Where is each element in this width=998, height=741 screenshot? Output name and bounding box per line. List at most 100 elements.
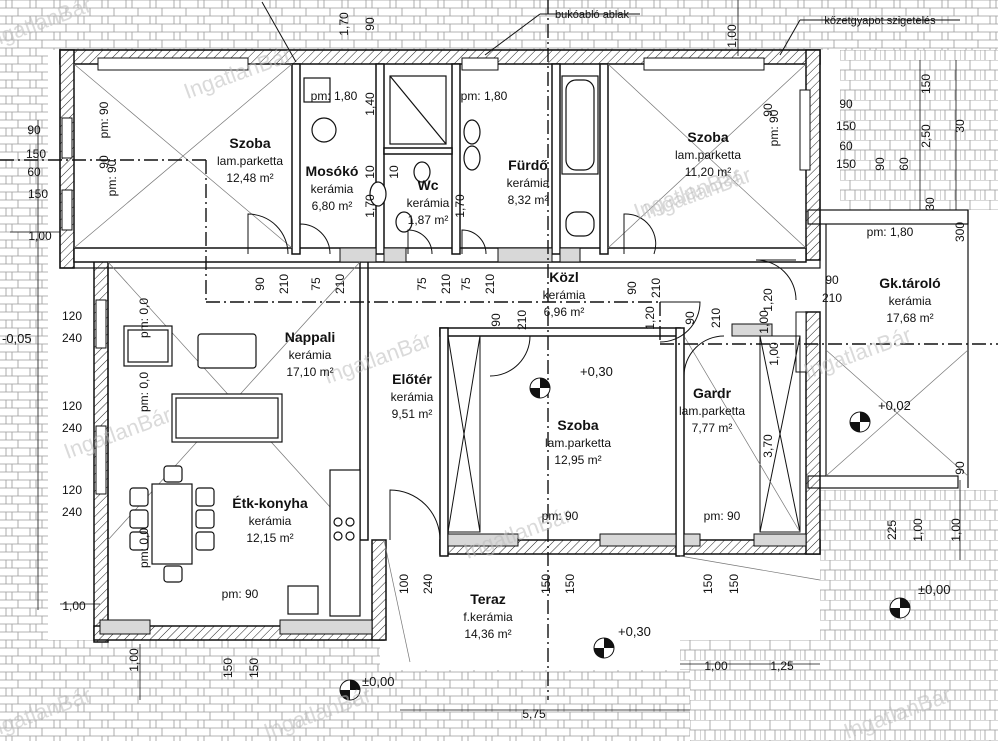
dimension-label: 30 (953, 119, 967, 133)
dimension-label: 90 (625, 281, 639, 295)
parapet-label: pm: 1,80 (461, 89, 508, 103)
paving-bottom-center (400, 670, 690, 741)
dimension-label: 240 (421, 574, 435, 594)
room-name-nappali: Nappali (285, 329, 336, 345)
dimension-label: 90 (683, 311, 697, 325)
parapet-label: pm: 90 (704, 509, 741, 523)
room-floor-szoba2: lam.parketta (675, 148, 741, 162)
dimension-label: 60 (897, 157, 911, 171)
terrace-floor (380, 556, 680, 670)
room-area-terasz: 14,36 m² (464, 627, 511, 641)
dimension-label: 1,70 (453, 194, 467, 218)
section-lines (0, 0, 998, 700)
dimension-label: 10 (387, 165, 401, 179)
room-area-gardr: 7,77 m² (692, 421, 733, 435)
room-name-terasz: Teraz (470, 591, 506, 607)
room-floor-mosoko: kerámia (311, 182, 354, 196)
dimension-label: 90 (489, 313, 503, 327)
dimension-label: 1,70 (363, 194, 377, 218)
windows (61, 57, 811, 495)
parapet-label: pm: 90 (97, 101, 111, 138)
leader-lines (261, 1, 960, 63)
room-name-eloter: Előtér (392, 371, 432, 387)
room-floor-wc: kerámia (407, 196, 450, 210)
level-markers (339, 377, 911, 701)
dimension-label: 2,50 (919, 124, 933, 148)
dimension-label: 225 (885, 520, 899, 540)
room-floor-furdo: kerámia (507, 176, 550, 190)
dimension-label: 100 (397, 574, 411, 594)
room-name-furdo: Fürdő (508, 157, 548, 173)
dimension-label: 150 (539, 574, 553, 594)
dimension-label: 1,00 (704, 659, 728, 673)
dimension-label: 300 (953, 222, 967, 242)
dimension-label: 210 (483, 274, 497, 294)
dimension-label: 5,75 (522, 707, 546, 721)
dimension-label: 150 (247, 658, 261, 678)
dimension-label: 90 (839, 97, 853, 111)
level-label: +0,02 (878, 398, 911, 413)
dimension-label: 1,70 (337, 12, 351, 36)
dimension-lines (10, 0, 961, 711)
dimension-label: 240 (62, 421, 82, 435)
dimension-label: 60 (839, 139, 853, 153)
room-name-kozl: Közl (549, 269, 579, 285)
parapet-label: pm: 1,80 (311, 89, 358, 103)
room-name-mosoko: Mosókó (306, 163, 359, 179)
dimension-label: 150 (28, 187, 48, 201)
paving-left (0, 50, 48, 741)
room-name-gardr: Gardr (693, 385, 732, 401)
furniture (123, 75, 599, 617)
room-area-gktarolo: 17,68 m² (886, 311, 933, 325)
dimension-label: 90 (97, 155, 111, 169)
room-name-szoba2: Szoba (687, 129, 728, 145)
room-area-eloter: 9,51 m² (392, 407, 433, 421)
room-floor-gktarolo: kerámia (889, 294, 932, 308)
room-name-szoba3: Szoba (557, 417, 598, 433)
room-floor-gardr: lam.parketta (679, 404, 745, 418)
room-area-mosoko: 6,80 m² (312, 199, 353, 213)
dimension-label: 1,00 (757, 310, 771, 334)
dimension-label: 1,00 (725, 24, 739, 48)
dimension-label: 60 (27, 165, 41, 179)
dimension-label: 90 (873, 157, 887, 171)
wall-bars (99, 247, 807, 635)
dimension-label: 120 (62, 483, 82, 497)
parapet-label: pm: 0,0 (137, 298, 151, 338)
dimension-label: 210 (277, 274, 291, 294)
dimension-label: 1,25 (770, 659, 794, 673)
dimension-label: 90 (363, 17, 377, 31)
level-label: ±0,00 (918, 582, 950, 597)
dimension-label: 1,40 (363, 92, 377, 116)
room-floor-eloter: kerámia (391, 390, 434, 404)
dimension-label: 30 (923, 197, 937, 211)
paving-top (0, 0, 998, 50)
parapet-label: pm: 90 (767, 109, 781, 146)
dimension-label: 1,00 (127, 648, 141, 672)
dimension-label: 240 (62, 331, 82, 345)
note-insulation: kőzetgyapot szigetelés (824, 15, 936, 27)
room-floor-terasz: f.kerámia (463, 610, 513, 624)
parapet-label: pm: 0,0 (137, 528, 151, 568)
dimension-label: 1,00 (767, 342, 781, 366)
room-floor-szoba1: lam.parketta (217, 154, 283, 168)
dimension-label: 90 (761, 103, 775, 117)
wardrobes (447, 335, 801, 533)
level-label: -0,05 (2, 331, 32, 346)
dimension-label: 1,20 (643, 306, 657, 330)
dimension-label: 150 (727, 574, 741, 594)
garage-floor (808, 210, 998, 490)
room-name-gktarolo: Gk.tároló (879, 275, 940, 291)
dimension-label: 210 (822, 291, 842, 305)
room-area-szoba3: 12,95 m² (554, 453, 601, 467)
room-name-szoba1: Szoba (229, 135, 270, 151)
dimension-label: 120 (62, 309, 82, 323)
dimension-label: 1,00 (911, 518, 925, 542)
note-tilting-window: bukóabló ablak (555, 9, 630, 21)
dimension-label: 75 (459, 277, 473, 291)
paving-right (840, 50, 998, 210)
dimension-label: 3,70 (761, 434, 775, 458)
dimension-label: 1,00 (949, 518, 963, 542)
room-area-nappali: 17,10 m² (286, 365, 333, 379)
